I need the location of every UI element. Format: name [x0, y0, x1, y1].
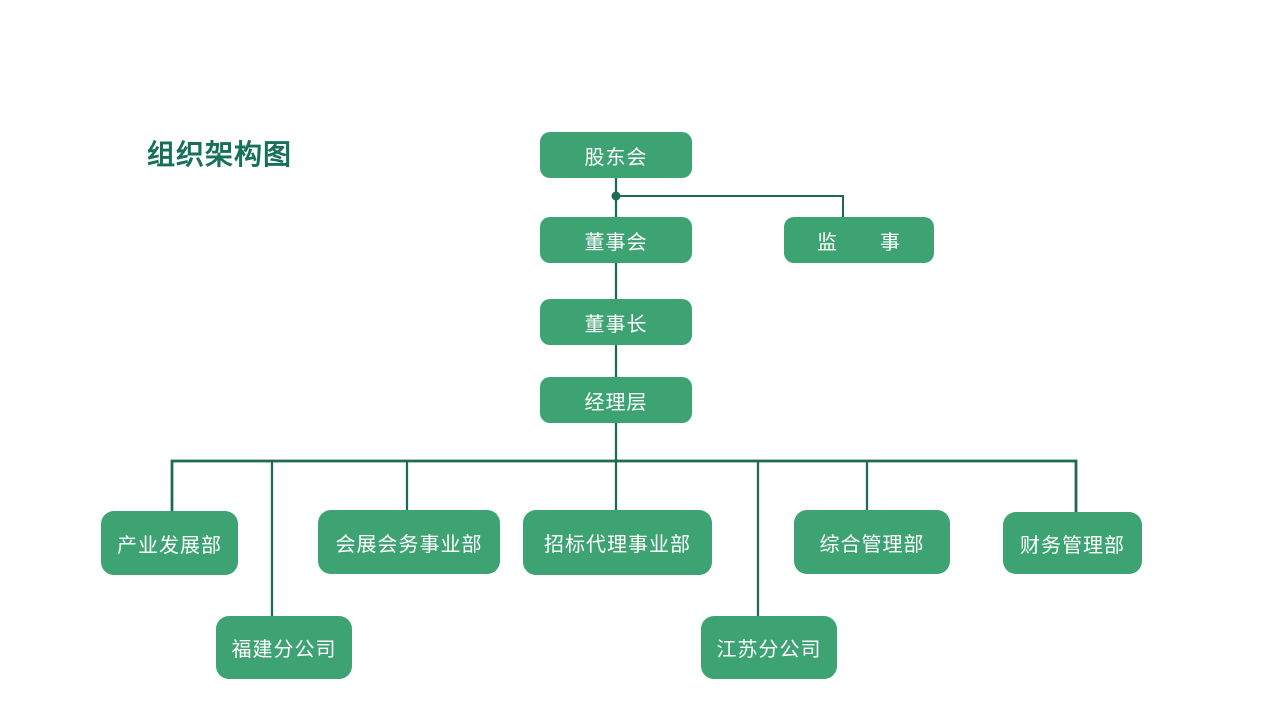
org-node-board-of-directors: 董事会 [540, 217, 692, 263]
junction-dot [611, 191, 621, 201]
connector-shareholders-to-supervisor [616, 195, 844, 217]
org-node-industry-development-dept: 产业发展部 [101, 511, 238, 575]
org-node-label: 福建分公司 [231, 639, 337, 661]
org-node-label: 股东会 [584, 146, 648, 169]
org-node-management-level: 经理层 [540, 377, 692, 423]
org-node-label: 经理层 [584, 391, 648, 414]
org-node-label: 招标代理事业部 [544, 534, 691, 556]
org-node-chairman: 董事长 [540, 299, 692, 345]
org-node-label: 董事长 [584, 313, 648, 336]
org-node-bidding-agency-dept: 招标代理事业部 [523, 510, 712, 575]
org-node-supervisor: 监 事 [784, 217, 934, 263]
page-title: 组织架构图 [147, 139, 293, 170]
org-node-label: 产业发展部 [117, 534, 222, 557]
org-node-label: 监 事 [817, 231, 901, 254]
org-node-fujian-branch: 福建分公司 [216, 616, 352, 679]
org-node-finance-management-dept: 财务管理部 [1003, 512, 1142, 574]
org-node-jiangsu-branch: 江苏分公司 [701, 616, 837, 679]
org-node-general-management-dept: 综合管理部 [794, 510, 950, 574]
org-node-shareholders-meeting: 股东会 [540, 132, 692, 178]
org-node-label: 财务管理部 [1020, 534, 1125, 557]
org-node-label: 董事会 [584, 231, 648, 254]
org-node-exhibition-affairs-dept: 会展会务事业部 [318, 510, 500, 574]
org-node-label: 江苏分公司 [716, 639, 822, 661]
org-node-label: 会展会务事业部 [335, 533, 483, 556]
org-node-label: 综合管理部 [819, 533, 925, 556]
